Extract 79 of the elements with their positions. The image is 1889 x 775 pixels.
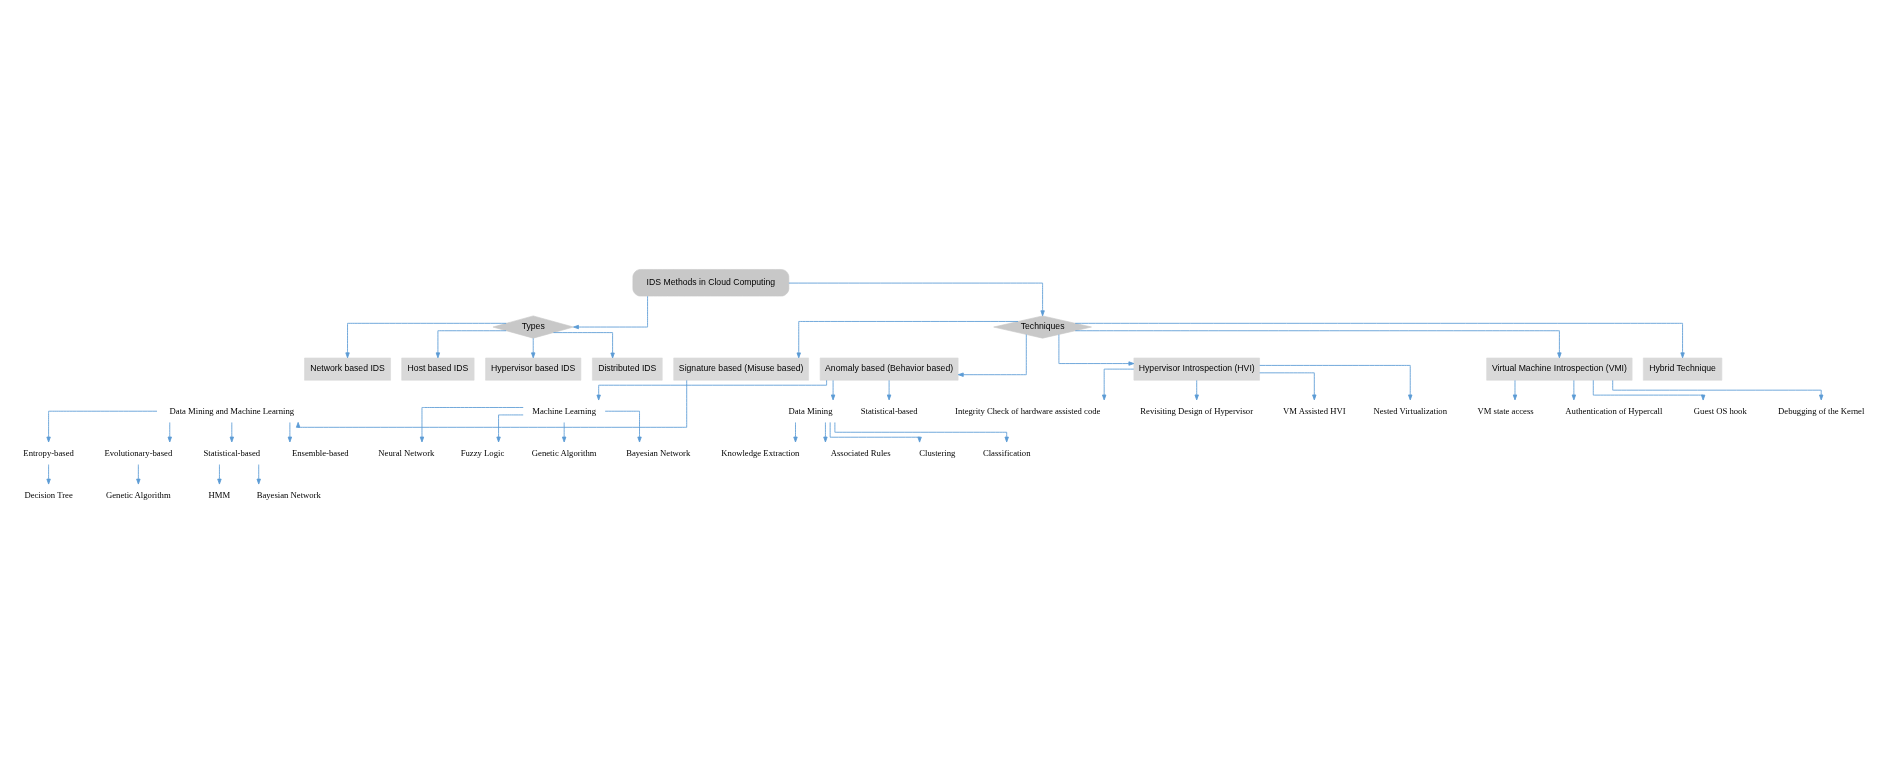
node-box: Network based IDS <box>304 357 391 381</box>
arrow <box>1074 329 1562 358</box>
node-box: Anomaly based (Behavior based) <box>819 357 959 381</box>
arrow <box>604 410 642 442</box>
arrow <box>1259 371 1317 400</box>
arrow <box>1512 379 1518 400</box>
node-text: Bayesian Network <box>626 447 691 458</box>
node-text: Evolutionary-based <box>104 447 173 458</box>
node-text: Genetic Algorithm <box>531 447 597 458</box>
node-text: Debugging of the Kernel <box>1778 405 1865 415</box>
arrow <box>788 282 1045 316</box>
node-box: Hypervisor Introspection (HVI) <box>1133 357 1260 381</box>
node-text: Ensemble-based <box>291 447 349 458</box>
node-box: Host based IDS <box>401 357 475 381</box>
arrow <box>1102 368 1135 400</box>
node-text: Guest OS hook <box>1693 405 1747 415</box>
node-text: Integrity Check of hardware assisted code <box>955 405 1101 415</box>
arrow <box>287 421 293 442</box>
arrow <box>46 410 158 442</box>
arrow <box>435 329 507 358</box>
node-box: Distributed IDS <box>592 357 663 381</box>
node-text: Nested Virtualization <box>1373 405 1448 415</box>
arrow <box>1194 379 1199 400</box>
node-diamond: Techniques <box>993 315 1092 338</box>
arrow <box>496 414 524 442</box>
node-text: Genetic Algorithm <box>106 489 171 500</box>
arrow <box>834 421 1009 442</box>
node-box: IDS Methods in Cloud Computing <box>632 268 790 296</box>
arrow <box>830 379 836 400</box>
node-diamond: Types <box>492 315 574 338</box>
node-text: Knowledge Extraction <box>721 447 800 458</box>
node-text: Entropy-based <box>23 447 74 458</box>
arrow <box>1074 322 1685 358</box>
arrow <box>167 421 172 442</box>
node-text: HMM <box>208 489 231 500</box>
node-text: Data Mining <box>788 405 833 415</box>
node-text: Authentication of Hypercall <box>1565 405 1663 415</box>
node-text: Clustering <box>919 447 956 458</box>
arrow <box>823 421 828 442</box>
arrow <box>345 322 507 358</box>
node-box: Hypervisor based IDS <box>485 357 582 381</box>
arrow <box>1592 379 1706 400</box>
node-text: Neural Network <box>378 447 435 458</box>
node-text: Statistical-based <box>860 405 918 415</box>
node-text: Associated Rules <box>830 447 891 458</box>
node-text: Decision Tree <box>24 489 73 500</box>
node-box: Signature based (Misuse based) <box>673 357 809 381</box>
arrow <box>419 406 524 442</box>
node-text: VM state access <box>1477 405 1534 415</box>
node-text: Classification <box>982 447 1031 458</box>
arrow <box>596 379 828 400</box>
arrow <box>886 379 892 400</box>
arrow <box>229 421 234 442</box>
arrow <box>1571 379 1577 400</box>
node-text: Machine Learning <box>532 405 597 415</box>
node-text: Revisiting Design of Hypervisor <box>1140 405 1254 415</box>
arrow <box>796 320 1019 358</box>
arrow <box>573 295 648 329</box>
arrow <box>1259 364 1413 400</box>
node-text: VM Assisted HVI <box>1283 405 1346 415</box>
node-text: Data Mining and Machine Learning <box>169 405 295 415</box>
arrow <box>1612 379 1824 400</box>
arrow <box>553 331 615 358</box>
node-text: Fuzzy Logic <box>460 447 505 458</box>
arrow <box>829 421 922 443</box>
node-box: Virtual Machine Introspection (VMI) <box>1486 357 1633 381</box>
node-text: Bayesian Network <box>256 489 321 500</box>
arrow <box>256 463 261 484</box>
arrow <box>295 379 688 428</box>
node-text: Statistical-based <box>203 447 261 458</box>
arrow <box>46 463 51 484</box>
arrow <box>217 463 222 484</box>
node-box: Hybrid Technique <box>1642 357 1723 381</box>
arrow <box>136 463 141 484</box>
arrow <box>957 333 1027 377</box>
arrow <box>531 337 536 358</box>
arrow <box>562 421 567 442</box>
arrow <box>1058 333 1135 366</box>
arrow <box>793 421 798 442</box>
